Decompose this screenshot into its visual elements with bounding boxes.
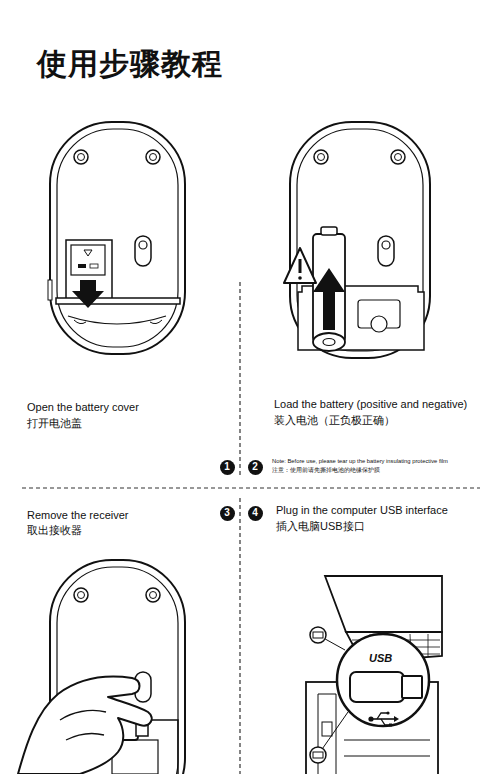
cover-symbol bbox=[90, 264, 98, 268]
hand bbox=[18, 677, 152, 774]
note-text: 注意：使用前请先撕掉电池的绝缘保护膜 bbox=[272, 466, 380, 474]
step-caption: Remove the receiver bbox=[27, 509, 129, 522]
mouse-foot bbox=[314, 150, 328, 164]
mouse-foot bbox=[146, 588, 160, 602]
zoom-marker bbox=[313, 632, 323, 638]
usb-plug bbox=[402, 676, 422, 698]
callout-number: 2 bbox=[252, 462, 258, 472]
usb-receiver bbox=[350, 672, 404, 702]
cover-grip bbox=[74, 320, 86, 324]
battery-end bbox=[313, 333, 345, 351]
cover-symbol bbox=[84, 250, 92, 256]
divider-line bbox=[22, 487, 480, 488]
step-number: 2 bbox=[248, 460, 263, 475]
note-text: Note: Before use, please tear up the bat… bbox=[272, 458, 448, 465]
side-notch bbox=[48, 280, 52, 300]
step-caption: 装入电池（正负极正确） bbox=[274, 414, 395, 427]
callout-number: 1 bbox=[224, 462, 230, 472]
step-caption: 取出接收器 bbox=[27, 524, 82, 537]
mouse-foot bbox=[74, 588, 88, 602]
insert-arrow bbox=[313, 268, 345, 330]
usb-symbol bbox=[377, 713, 387, 719]
mouse-foot bbox=[150, 592, 157, 599]
power-switch bbox=[382, 241, 390, 249]
laptop-screen bbox=[325, 576, 442, 632]
cover-symbol bbox=[78, 264, 86, 268]
page-title: 使用步骤教程 bbox=[37, 46, 223, 82]
step-number: 1 bbox=[220, 460, 235, 475]
step-number: 4 bbox=[248, 506, 263, 521]
power-switch bbox=[135, 236, 151, 266]
device-label: USB bbox=[369, 652, 392, 665]
callout-number: 4 bbox=[252, 508, 258, 518]
mouse-foot bbox=[391, 150, 405, 164]
warning-triangle bbox=[284, 248, 316, 283]
slide-arrow bbox=[72, 280, 104, 308]
usb-symbol bbox=[386, 711, 389, 714]
mouse-foot bbox=[395, 154, 402, 161]
zoom-marker bbox=[313, 752, 323, 758]
usb-symbol bbox=[389, 724, 392, 727]
step-caption: Plug in the computer USB interface bbox=[276, 504, 448, 517]
zoom-marker bbox=[310, 747, 326, 763]
receiver-slot bbox=[371, 316, 387, 332]
zoom-circle bbox=[337, 634, 429, 726]
usb-symbol bbox=[381, 719, 390, 725]
power-switch bbox=[139, 241, 147, 249]
mouse-foot bbox=[318, 154, 325, 161]
zoom-marker bbox=[310, 627, 326, 643]
battery bbox=[313, 234, 345, 342]
power-switch bbox=[378, 236, 394, 266]
cover-edge bbox=[68, 316, 166, 324]
warning-mark bbox=[299, 259, 302, 273]
mouse-foot bbox=[78, 154, 85, 161]
usb-symbol bbox=[368, 711, 399, 726]
step-caption: 打开电池盖 bbox=[27, 417, 82, 430]
divider-line bbox=[239, 282, 240, 478]
usb-symbol bbox=[368, 716, 373, 721]
mouse-body bbox=[50, 122, 185, 354]
step-number: 3 bbox=[220, 506, 235, 521]
mouse-body bbox=[290, 122, 430, 358]
tower-port bbox=[322, 722, 332, 736]
step-caption: Open the battery cover bbox=[27, 401, 139, 414]
usb-symbol bbox=[372, 718, 394, 720]
warning-mark bbox=[298, 276, 302, 280]
mouse-rim bbox=[297, 129, 423, 351]
mouse-foot bbox=[78, 592, 85, 599]
mouse-foot bbox=[146, 150, 160, 164]
mouse-rim bbox=[57, 129, 178, 347]
battery-terminal bbox=[321, 227, 337, 235]
callout-number: 3 bbox=[224, 508, 230, 518]
step-caption: Load the battery (positive and negative) bbox=[274, 398, 467, 411]
mouse-foot bbox=[74, 150, 88, 164]
mouse-foot bbox=[150, 154, 157, 161]
usb-symbol bbox=[394, 716, 399, 722]
step-caption: 插入电脑USB接口 bbox=[276, 520, 365, 533]
battery-end bbox=[323, 339, 335, 346]
divider-line bbox=[239, 498, 240, 774]
hand-crease bbox=[66, 734, 104, 740]
battery-cover bbox=[56, 298, 180, 304]
cover-grip bbox=[150, 320, 162, 324]
hand-crease bbox=[60, 710, 106, 720]
battery-cover-window bbox=[71, 245, 105, 275]
